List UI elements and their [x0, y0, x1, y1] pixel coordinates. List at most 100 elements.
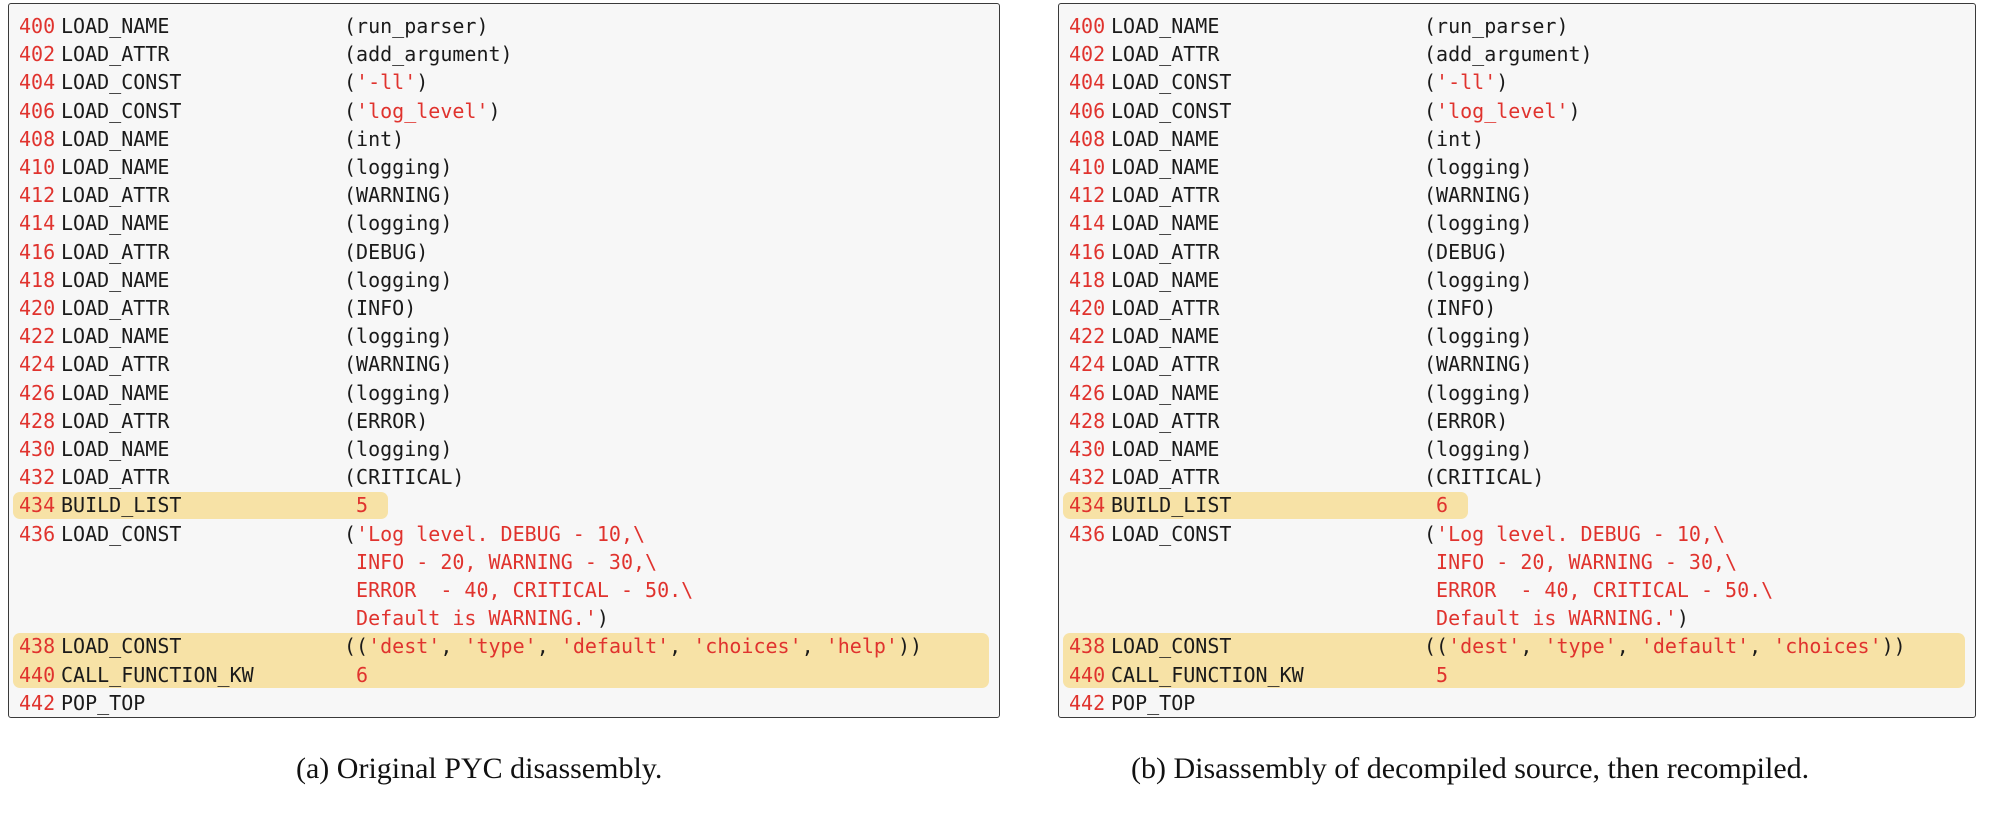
- argument-text: )): [897, 634, 923, 659]
- bytecode-offset: 406: [19, 98, 56, 123]
- opcode-argument: (logging): [344, 209, 452, 237]
- bytecode-offset: 430: [1069, 437, 1106, 461]
- argument-text: (logging): [344, 155, 453, 179]
- opcode-argument: ('-ll'): [1424, 68, 1508, 96]
- opcode-name: LOAD_ATTR: [61, 239, 170, 264]
- opcode-name: LOAD_NAME: [61, 155, 170, 179]
- argument-text: ): [1496, 70, 1509, 95]
- string-literal: 'help': [825, 634, 898, 659]
- bytecode-offset: 416: [1069, 239, 1106, 264]
- argument-text: (int): [1424, 126, 1485, 151]
- opcode-name: LOAD_CONST: [1111, 98, 1232, 123]
- opcode-name: LOAD_ATTR: [61, 42, 170, 67]
- bytecode-offset: 434: [1069, 493, 1106, 518]
- argument-text: [1424, 578, 1436, 602]
- bytecode-offset: 402: [1069, 42, 1106, 67]
- opcode-name: LOAD_CONST: [61, 98, 182, 123]
- opcode-name: LOAD_NAME: [1111, 437, 1220, 461]
- bytecode-offset: 428: [1069, 408, 1106, 433]
- opcode-argument: (DEBUG): [1424, 238, 1508, 266]
- string-literal: 'dest': [1448, 634, 1521, 659]
- argument-text: (: [1424, 98, 1437, 123]
- opcode-argument: ('Log level. DEBUG - 10,\: [1424, 520, 1725, 548]
- bytecode-offset: 420: [19, 296, 56, 320]
- instruction-row: ERROR - 40, CRITICAL - 50.\: [9, 576, 999, 604]
- argument-text: [344, 606, 356, 630]
- opcode-argument: (logging): [344, 322, 452, 350]
- opcode-name: LOAD_ATTR: [1111, 408, 1220, 433]
- argument-text: (DEBUG): [1424, 239, 1509, 264]
- bytecode-offset: 442: [19, 690, 56, 715]
- opcode-name: LOAD_NAME: [1111, 14, 1220, 38]
- opcode-name: LOAD_NAME: [1111, 267, 1220, 292]
- argument-text: (logging): [344, 324, 453, 349]
- opcode-argument: (ERROR): [1424, 407, 1508, 435]
- opcode-argument: INFO - 20, WARNING - 30,\: [1424, 548, 1737, 576]
- opcode-argument: ('log_level'): [344, 97, 501, 125]
- bytecode-offset: 404: [19, 70, 56, 95]
- argument-text: ,: [440, 634, 465, 659]
- caption-original: (a) Original PYC disassembly.: [296, 752, 663, 785]
- bytecode-offset: 408: [19, 126, 56, 151]
- opcode-argument: 5: [1424, 661, 1448, 689]
- opcode-name: LOAD_ATTR: [61, 352, 170, 377]
- opcode-argument: (logging): [1424, 379, 1532, 407]
- string-literal: ERROR - 40, CRITICAL - 50.\: [1436, 578, 1774, 602]
- bytecode-offset: 440: [1069, 662, 1106, 687]
- bytecode-offset: 402: [19, 42, 56, 67]
- bytecode-offset: 418: [1069, 267, 1106, 292]
- opcode-argument: 6: [344, 661, 368, 689]
- opcode-name: LOAD_NAME: [61, 380, 170, 405]
- opcode-argument: (ERROR): [344, 407, 428, 435]
- bytecode-offset: 424: [1069, 352, 1106, 377]
- opcode-argument: Default is WARNING.'): [344, 604, 609, 632]
- opcode-argument: ERROR - 40, CRITICAL - 50.\: [344, 576, 693, 604]
- opcode-argument: (WARNING): [1424, 181, 1532, 209]
- opcode-name: LOAD_NAME: [61, 437, 170, 461]
- highlight-band: [13, 633, 989, 688]
- opcode-name: LOAD_NAME: [61, 126, 170, 151]
- string-literal: INFO - 20, WARNING - 30,\: [1436, 549, 1738, 574]
- opcode-argument: (WARNING): [1424, 350, 1532, 378]
- argument-text: (logging): [344, 437, 453, 461]
- string-literal: 'log_level': [356, 98, 489, 123]
- bytecode-offset: 408: [1069, 126, 1106, 151]
- numeric-argument: 5: [344, 493, 369, 518]
- argument-text: (: [344, 98, 357, 123]
- argument-text: (int): [344, 126, 405, 151]
- caption-recompiled: (b) Disassembly of decompiled source, th…: [1131, 752, 1810, 785]
- opcode-argument: ('-ll'): [344, 68, 428, 96]
- argument-text: (logging): [344, 211, 453, 236]
- bytecode-offset: 426: [19, 380, 56, 405]
- argument-text: [344, 550, 356, 574]
- opcode-name: LOAD_ATTR: [1111, 183, 1220, 208]
- opcode-name: POP_TOP: [61, 690, 146, 715]
- opcode-argument: Default is WARNING.'): [1424, 604, 1689, 632]
- opcode-name: LOAD_NAME: [1111, 324, 1220, 349]
- argument-text: (ERROR): [344, 408, 429, 433]
- string-literal: '-ll': [356, 70, 417, 95]
- opcode-argument: (logging): [1424, 322, 1532, 350]
- opcode-argument: (CRITICAL): [1424, 463, 1544, 491]
- argument-text: ): [416, 70, 429, 95]
- opcode-argument: (logging): [344, 435, 452, 463]
